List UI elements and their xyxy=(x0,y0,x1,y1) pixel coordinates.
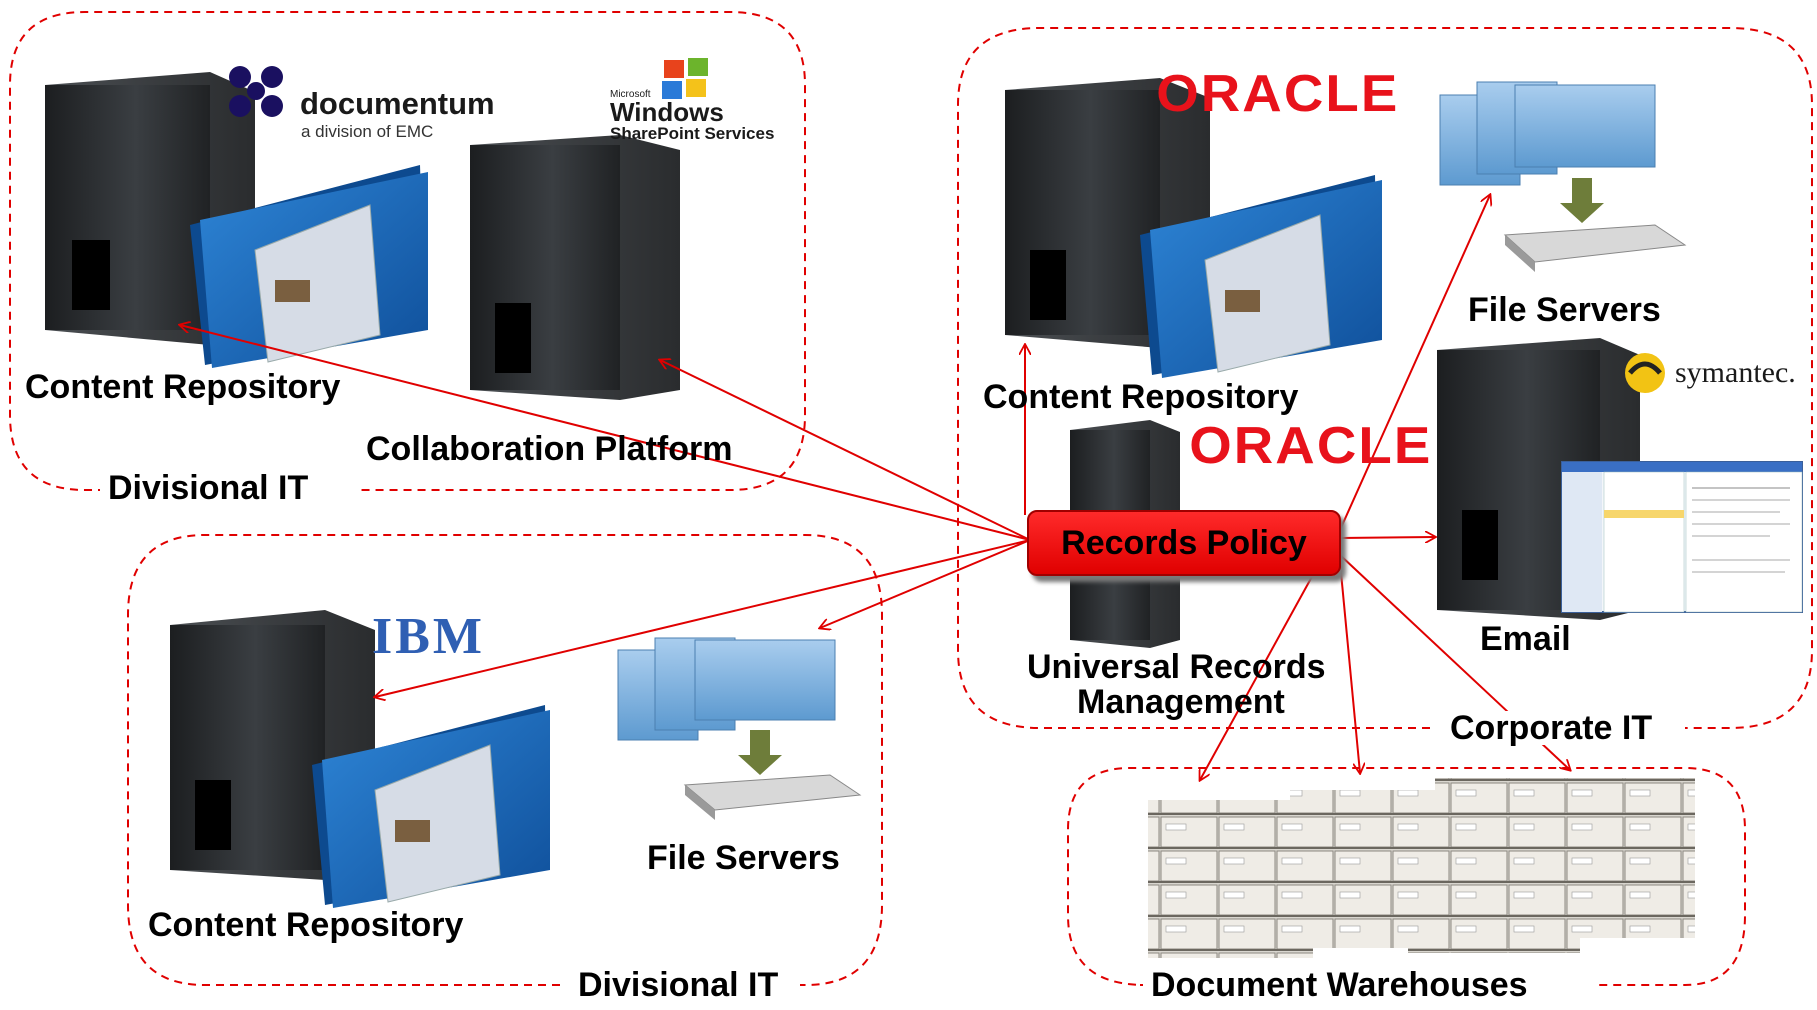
documentum-logo-subtitle: a division of EMC xyxy=(301,122,434,141)
records-policy-label: Records Policy xyxy=(1061,523,1307,562)
documentum-logo: documentum a division of EMC xyxy=(300,86,495,142)
folder-document-bottom-left xyxy=(312,705,550,908)
label-file-servers-corporate: File Servers xyxy=(1468,291,1661,329)
group-border-warehouses xyxy=(1067,767,1746,986)
windows-logo-sharepoint: SharePoint Services xyxy=(610,124,775,143)
server-tower-bottom-left xyxy=(170,610,375,880)
windows-flag-icon xyxy=(662,58,708,99)
symantec-logo-mark xyxy=(1625,353,1665,393)
label-divisional-it-bottom: Divisional IT xyxy=(570,968,787,1002)
windows-logo-microsoft: Microsoft xyxy=(610,89,651,100)
file-server-stack-corporate xyxy=(1439,81,1687,272)
records-policy-box: Records Policy xyxy=(1027,510,1341,576)
label-email: Email xyxy=(1480,620,1571,658)
warehouse-photos xyxy=(1148,778,1695,958)
server-tower-collaboration xyxy=(470,135,680,400)
windows-logo-name: Windows xyxy=(610,97,724,127)
folder-document-top-left xyxy=(190,165,428,368)
documentum-logo-name: documentum xyxy=(300,86,495,121)
label-collaboration-platform: Collaboration Platform xyxy=(366,430,733,468)
folder-document-corporate xyxy=(1140,175,1382,378)
label-document-warehouses: Document Warehouses xyxy=(1143,968,1536,1002)
label-content-repository-bottom-left: Content Repository xyxy=(148,906,464,944)
label-urm-line2: Management xyxy=(1077,683,1285,721)
documentum-logo-mark xyxy=(229,66,283,117)
oracle-logo-repository: ORACLE xyxy=(1156,65,1400,123)
group-border-divisional-bottom xyxy=(127,534,883,986)
group-border-divisional-top xyxy=(9,11,806,491)
file-server-stack-bottom-left xyxy=(617,637,862,820)
oracle-logo-urm: ORACLE xyxy=(1189,417,1433,475)
label-corporate-it: Corporate IT xyxy=(1442,711,1661,745)
label-file-servers-bottom-left: File Servers xyxy=(647,839,840,877)
label-content-repository-top-left: Content Repository xyxy=(25,368,341,406)
label-urm-line1: Universal Records xyxy=(1027,648,1326,686)
windows-sharepoint-logo: Microsoft Windows SharePoint Services xyxy=(610,89,775,143)
ibm-logo: IBM xyxy=(372,608,485,665)
label-content-repository-corporate: Content Repository xyxy=(983,378,1299,416)
email-client-window xyxy=(1561,461,1803,613)
symantec-logo: symantec. xyxy=(1675,356,1796,389)
label-divisional-it-top: Divisional IT xyxy=(100,471,317,505)
